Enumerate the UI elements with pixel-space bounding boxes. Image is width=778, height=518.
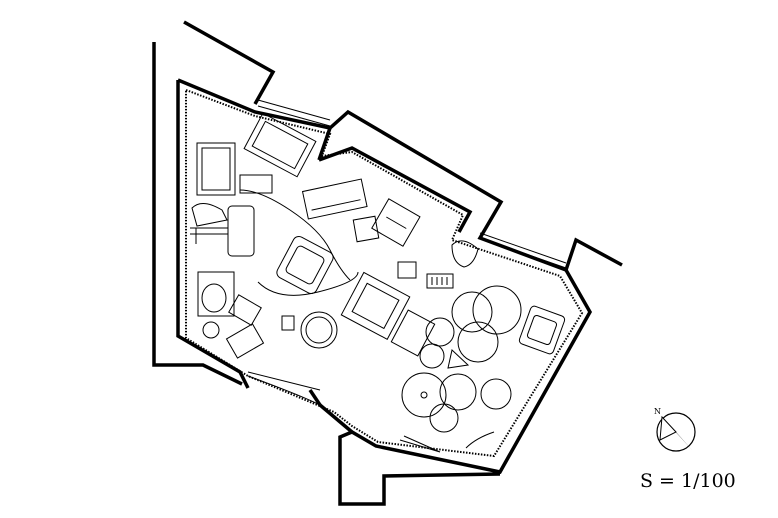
- box: [228, 294, 262, 326]
- stool: [352, 215, 380, 243]
- round-table: [300, 311, 338, 349]
- small-stool: [281, 315, 295, 331]
- door-swing: [247, 371, 321, 406]
- tool-a: [399, 435, 441, 453]
- armchair: [276, 235, 334, 295]
- plant: [451, 240, 479, 268]
- small-table: [371, 198, 421, 247]
- storage-box: [390, 309, 436, 357]
- lamp-box: [397, 261, 417, 279]
- tool-b: [465, 431, 495, 449]
- radiator: [426, 273, 454, 289]
- bin: [202, 321, 220, 339]
- drum-c: [457, 321, 499, 363]
- drum-e: [419, 343, 445, 369]
- crate: [225, 323, 265, 359]
- drum-d: [425, 317, 455, 347]
- drum-b: [472, 285, 522, 335]
- coffee-table: [340, 271, 411, 340]
- drum-i: [480, 378, 512, 410]
- compass-north-label: N: [654, 407, 661, 416]
- exterior-walls: [152, 20, 623, 506]
- cabinet: [243, 112, 317, 178]
- window-lines: [257, 99, 567, 269]
- sofa: [227, 205, 255, 257]
- drum-f: [401, 372, 447, 418]
- furniture: [190, 112, 566, 453]
- drum-a: [451, 291, 493, 333]
- sink-unit: [197, 271, 235, 317]
- cable: [239, 189, 359, 296]
- north-arrow-icon: N: [654, 407, 696, 452]
- drum-h: [429, 403, 459, 433]
- chair-right: [518, 305, 566, 355]
- bed: [196, 142, 236, 196]
- scale-label: S = 1/100: [640, 470, 736, 492]
- interior-wall-lining: [185, 89, 584, 458]
- drum-g: [439, 373, 477, 411]
- shelf-unit: [301, 178, 368, 220]
